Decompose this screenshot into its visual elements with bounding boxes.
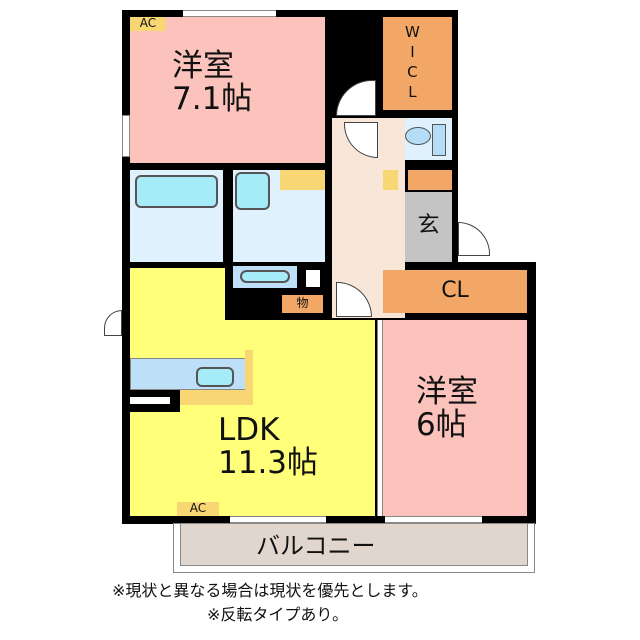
wic-letter: C (407, 63, 418, 81)
wash-shelf (280, 170, 325, 190)
utility-box (306, 270, 320, 287)
wic-letter: L (408, 83, 417, 101)
toilet-tank-icon (432, 124, 446, 156)
wic-letter: I (410, 43, 415, 61)
wic-letter: W (405, 23, 420, 41)
ac-top: AC (130, 17, 166, 31)
storage: 物 (282, 295, 323, 313)
closet: CL (383, 270, 527, 313)
shoe-closet (408, 170, 452, 190)
balcony-label: バルコニー (180, 523, 528, 566)
room-size: 6帖 (416, 406, 467, 443)
front-door[interactable] (458, 222, 490, 256)
door-ldk-side[interactable] (104, 310, 122, 336)
sliding-door[interactable] (377, 320, 383, 516)
western-room-2 (383, 320, 527, 516)
wic-label: W I C L (405, 22, 420, 102)
sink-bowl (240, 270, 290, 283)
kitchen-wall-gap (130, 397, 170, 404)
room-size: 11.3帖 (218, 444, 319, 481)
window-left (122, 115, 130, 157)
toilet-icon (405, 127, 431, 145)
room-name: LDK (218, 412, 280, 448)
note-1: ※現状と異なる場合は現状を優先とします。 (112, 581, 428, 600)
window-western2 (385, 516, 482, 523)
walk-in-closet (383, 17, 452, 110)
counter-base (180, 390, 253, 405)
washbasin (235, 172, 270, 210)
shoe-shelf (383, 170, 398, 190)
window-top (183, 10, 276, 17)
note-2: ※反転タイプあり。 (207, 605, 349, 624)
room-size: 7.1帖 (172, 80, 253, 117)
ldk-label: LDK 11.3帖 (218, 414, 318, 479)
entrance: 玄 (405, 192, 452, 262)
room-name: 洋室 (416, 374, 478, 410)
window-ldk (230, 516, 326, 523)
ac-bottom: AC (177, 502, 219, 516)
kitchen-sink (196, 367, 234, 387)
western-room-2-label: 洋室 6帖 (416, 376, 478, 441)
western-room-1-label: 洋室 7.1帖 (172, 50, 252, 115)
bathtub (135, 175, 218, 208)
room-name: 洋室 (172, 48, 234, 84)
western-room-1 (130, 17, 325, 163)
counter-edge (245, 350, 253, 405)
hallway-ext (375, 190, 405, 262)
